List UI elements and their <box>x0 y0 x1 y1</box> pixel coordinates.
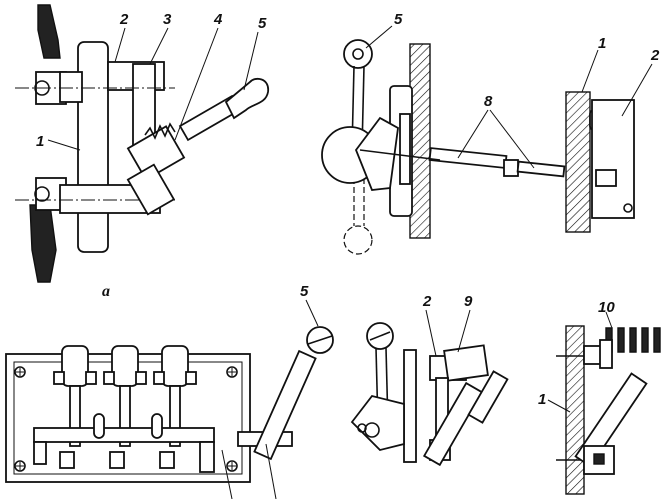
lever-panel <box>403 349 417 463</box>
bottom-contact-hook <box>29 204 57 283</box>
pole-2 <box>103 345 147 447</box>
label-2: 2 <box>119 11 129 28</box>
wall-right <box>565 91 591 233</box>
panel-screws <box>14 366 238 472</box>
panel-handle <box>253 349 317 461</box>
label-2c: 2 <box>422 293 432 310</box>
wall-bottom <box>565 325 585 495</box>
wall-left <box>409 43 431 239</box>
lever-crank <box>350 394 405 451</box>
label-2b: 2 <box>650 47 660 64</box>
label-1b: 1 <box>598 35 606 52</box>
rod-segment <box>428 147 508 169</box>
contact-9 <box>443 344 489 382</box>
spring <box>144 122 176 140</box>
top-contact-hook <box>37 4 61 59</box>
label-5b: 5 <box>394 11 403 28</box>
view-panel: 5 <box>5 283 334 499</box>
label-1: 1 <box>36 133 44 150</box>
view-rod-drive: 5 1 2 8 <box>321 11 660 255</box>
contact-fingers-10 <box>605 327 661 353</box>
cross-bar <box>33 427 215 443</box>
label-5: 5 <box>258 15 267 32</box>
label-1c: 1 <box>538 391 546 408</box>
label-5c: 5 <box>300 283 309 300</box>
caption-a: а <box>102 283 110 300</box>
view-lever: 2 9 <box>350 293 509 467</box>
ball-handle <box>343 39 373 69</box>
knife-blade <box>574 372 648 468</box>
pole-1 <box>53 345 97 447</box>
view-a: 2 3 4 5 1 а <box>15 4 269 300</box>
label-9: 9 <box>464 293 473 310</box>
label-10: 10 <box>598 299 615 316</box>
spring-block <box>126 125 186 181</box>
label-8: 8 <box>484 93 493 110</box>
label-3: 3 <box>163 11 172 28</box>
label-4: 4 <box>213 11 223 28</box>
pole-3 <box>153 345 197 447</box>
view-wall: 10 1 <box>538 299 661 495</box>
handle-grip <box>224 77 269 120</box>
